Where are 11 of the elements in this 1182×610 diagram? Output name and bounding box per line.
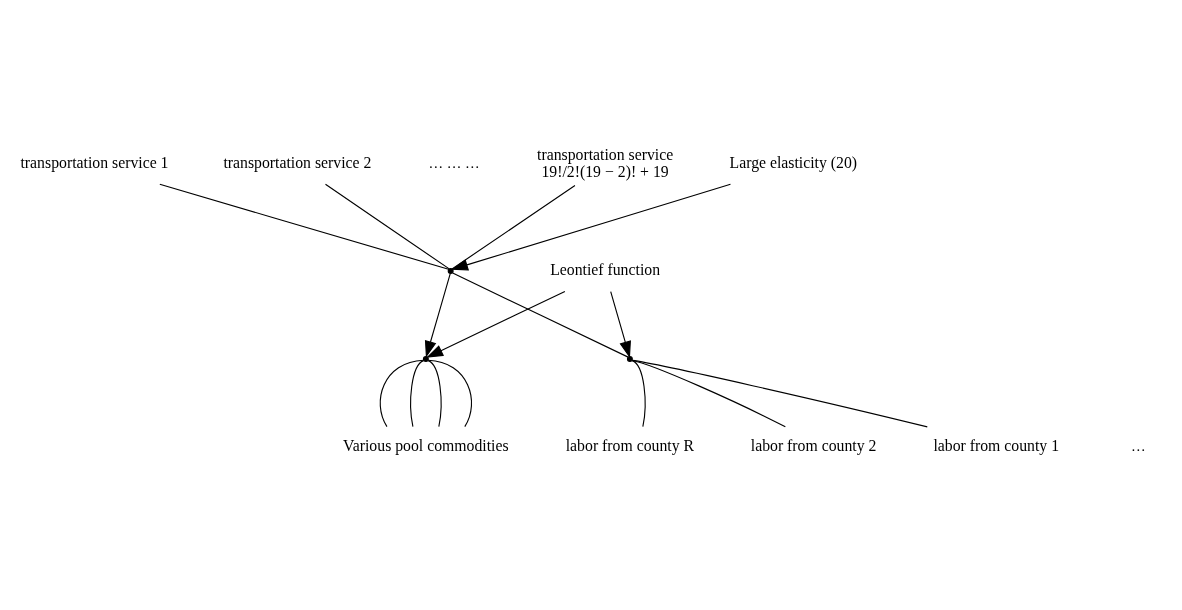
- label: … … …: [428, 154, 480, 171]
- node-text: Leontief function: [550, 261, 661, 279]
- node-text: transportation service 19!/2!(19 − 2)! + 19: [537, 145, 674, 180]
- node-text: labor from county 1: [933, 437, 1060, 455]
- node-text: labor from county R: [565, 437, 695, 455]
- label: …: [1130, 438, 1146, 455]
- node-text: Various pool commodities: [343, 437, 509, 455]
- node-text: labor from county 2: [750, 437, 877, 455]
- node-text: Large elasticity (20): [729, 154, 858, 172]
- node-text: transportation service 1: [20, 154, 169, 172]
- node-text: transportation service 2: [223, 154, 372, 172]
